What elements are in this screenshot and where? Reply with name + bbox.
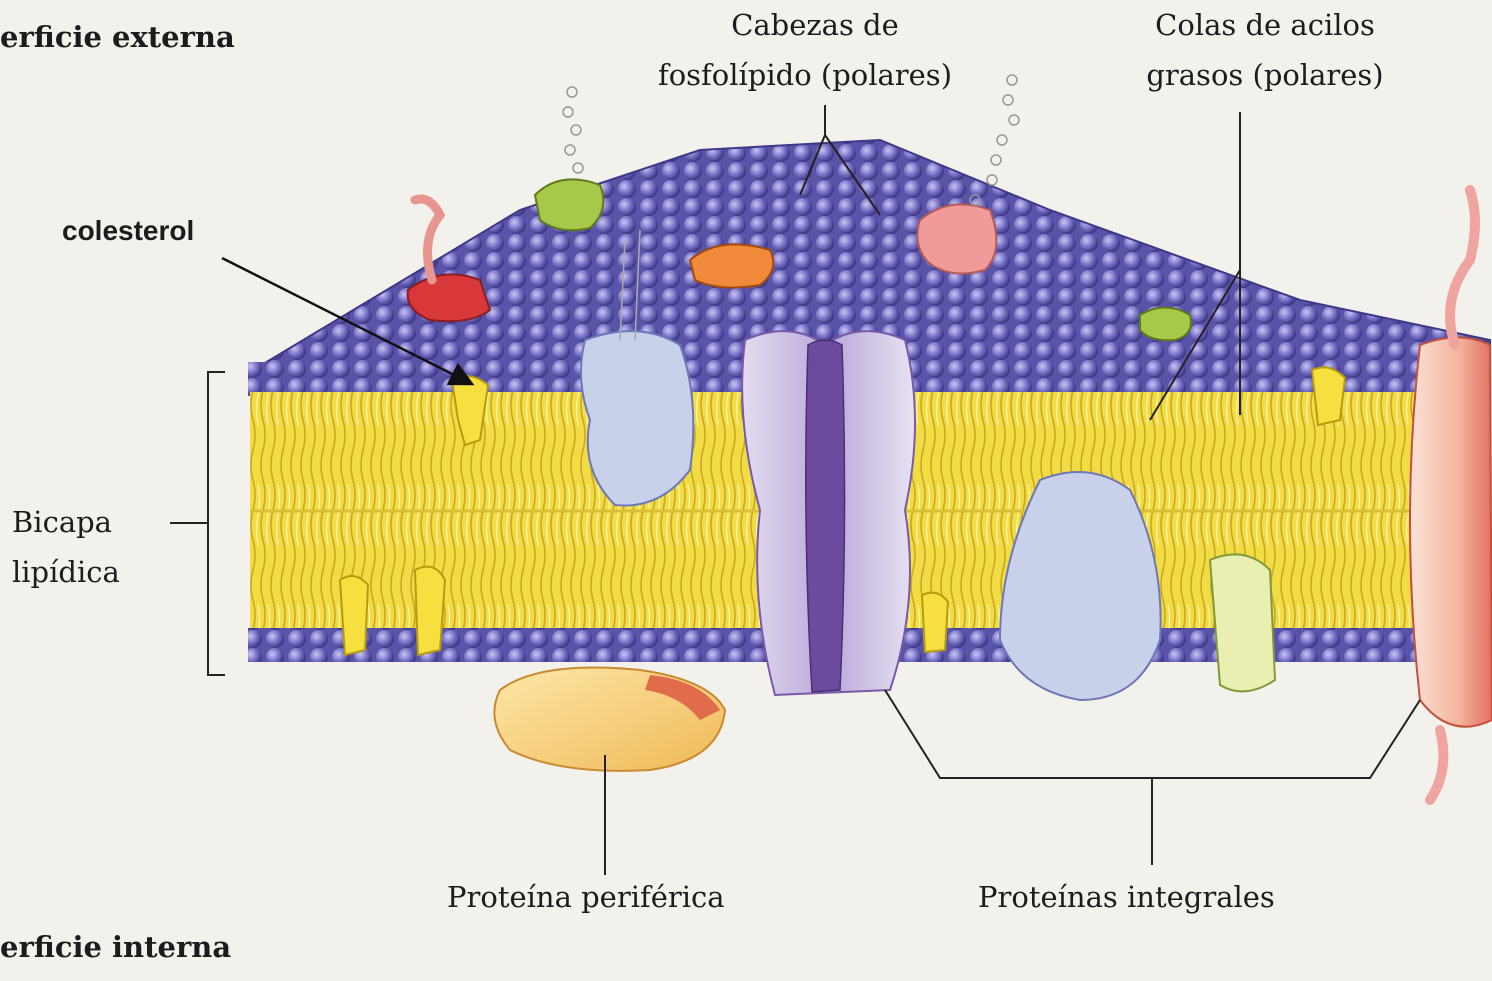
cholesterol-molecule <box>340 576 368 655</box>
surface-protein-green <box>535 179 603 230</box>
heads-label-line2: fosfolípido (polares) <box>585 58 1025 92</box>
outer-surface-label: erficie externa <box>0 20 235 54</box>
inner-surface-label: erficie interna <box>0 930 231 964</box>
integral-protein-right <box>1410 338 1492 727</box>
tails-label-line2: grasos (polares) <box>1085 58 1445 92</box>
surface-protein-pink <box>917 204 996 273</box>
surface-protein-orange <box>690 244 773 287</box>
cholesterol-label: colesterol <box>62 215 194 247</box>
tails-label-line1: Colas de acilos <box>1085 8 1445 42</box>
cholesterol-molecule <box>1312 367 1345 425</box>
bilayer-label-line2: lipídica <box>12 555 120 589</box>
heads-label-line1: Cabezas de <box>650 8 980 42</box>
integral-protein-upper <box>581 331 693 505</box>
integral-proteins-label: Proteínas integrales <box>978 880 1275 914</box>
surface-protein-green-small <box>1140 308 1191 341</box>
cholesterol-molecule <box>922 593 948 652</box>
peripheral-protein-label: Proteína periférica <box>447 880 725 914</box>
small-integral-protein <box>1210 554 1275 691</box>
peripheral-protein <box>494 668 725 771</box>
surface-protein-red <box>408 274 490 321</box>
bilayer-label-line1: Bicapa <box>12 505 112 539</box>
cholesterol-molecule <box>415 567 445 655</box>
